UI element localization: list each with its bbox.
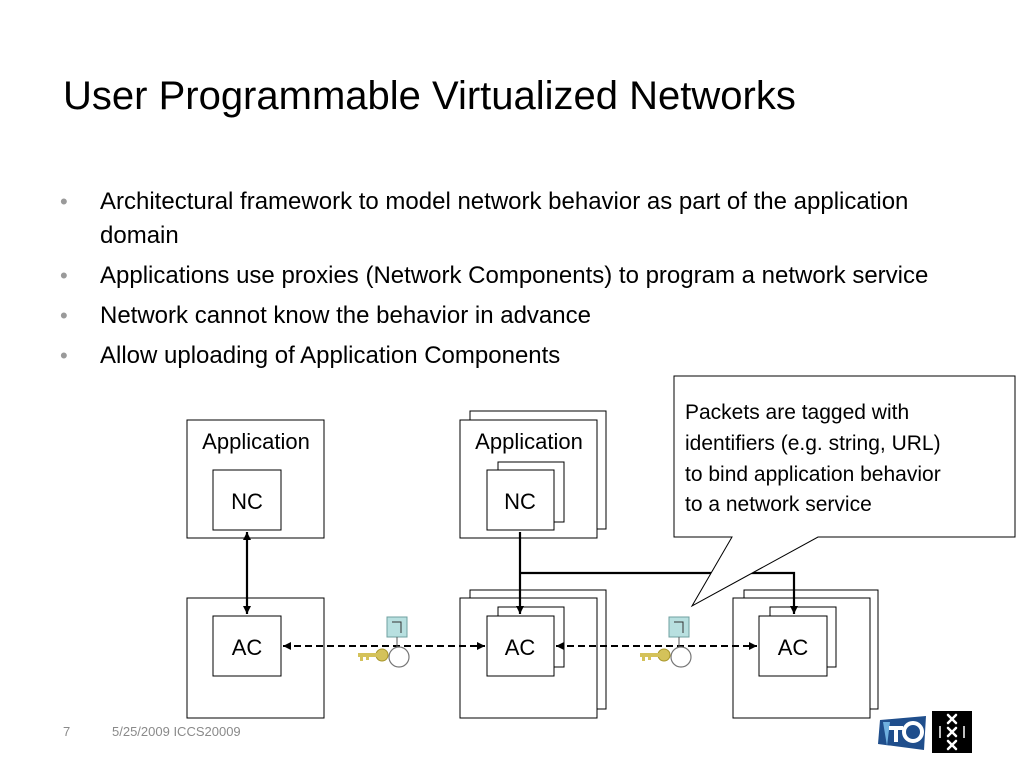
bullet-marker: • [60, 343, 68, 368]
callout-line-3: to bind application behavior [685, 463, 941, 486]
application-label-1: Application [202, 429, 310, 454]
bullet-text: Network cannot know the behavior in adva… [100, 302, 591, 329]
bullet-item: • Applications use proxies (Network Compo… [60, 259, 940, 293]
ac-box-2 [486, 615, 555, 677]
ac-box-3 [758, 615, 828, 677]
nc-label-2: NC [504, 489, 536, 514]
callout-line-4: to a network service [685, 493, 872, 516]
slide-title: User Programmable Virtualized Networks [63, 74, 796, 118]
nc-remote-link [520, 571, 798, 614]
bullet-marker: • [60, 263, 68, 288]
key-icon [358, 646, 410, 668]
key-icon [640, 646, 692, 668]
ac-label-1: AC [232, 635, 263, 660]
footer-date-event: 5/25/2009 ICCS20009 [112, 724, 241, 739]
bullet-marker: • [60, 303, 68, 328]
bullet-list: • Architectural framework to model networ… [60, 185, 940, 379]
nc-box-1 [212, 469, 282, 531]
bullet-item: • Network cannot know the behavior in adv… [60, 299, 940, 333]
tno-logo [878, 716, 926, 750]
callout-text: Packets are tagged with identifiers (e.g… [685, 401, 947, 516]
bullet-text: Applications use proxies (Network Compon… [100, 262, 929, 289]
ac-label-2: AC [505, 635, 536, 660]
bullet-text: Allow uploading of Application Component… [100, 342, 561, 369]
nc-label-1: NC [231, 489, 263, 514]
bullet-item: • Allow uploading of Application Componen… [60, 339, 940, 373]
bullet-item: • Architectural framework to model networ… [60, 185, 940, 253]
bullet-marker: • [60, 189, 68, 214]
packet-tag-icon [386, 616, 408, 648]
ac-box-1 [212, 615, 282, 677]
application-label-2: Application [475, 429, 583, 454]
nc-box-2 [486, 469, 555, 531]
bullet-text: Architectural framework to model network… [100, 188, 909, 249]
ac-label-3: AC [778, 635, 809, 660]
callout-line-1: Packets are tagged with [685, 401, 909, 424]
university-crest-logo [932, 711, 972, 753]
callout-box [673, 375, 1016, 608]
packet-tag-icon [668, 616, 690, 648]
callout-line-2: identifiers (e.g. string, URL) [685, 432, 941, 455]
slide-number: 7 [63, 724, 71, 739]
